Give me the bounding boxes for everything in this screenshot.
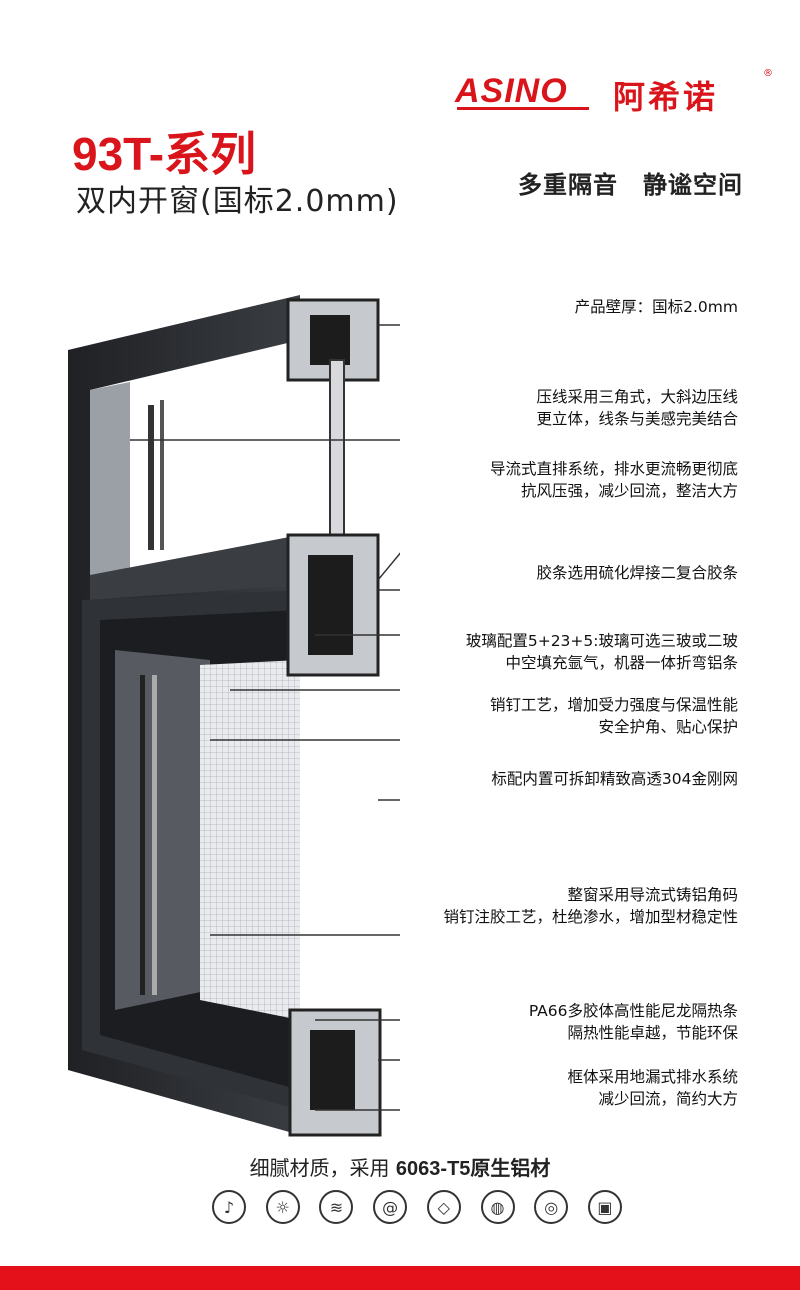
- callout-glass-config: 玻璃配置5+23+5:玻璃可选三玻或二玻 中空填充氩气，机器一体折弯铝条: [465, 632, 738, 672]
- feature-icon-5: ◇: [422, 1190, 466, 1250]
- callout-press-line: 压线采用三角式，大斜边压线 更立体，线条与美感完美结合: [536, 388, 738, 428]
- callout-insulation-strip: PA66多胶体高性能尼龙隔热条 隔热性能卓越，节能环保: [528, 1002, 738, 1042]
- brand-logo-text: ASINO: [455, 72, 568, 110]
- callout-lines: [130, 324, 400, 1111]
- brand-name: 阿希诺: [613, 78, 719, 116]
- glass-panes: [329, 359, 345, 551]
- callout-pin-craft: 销钉工艺，增加受力强度与保温性能 安全护角、贴心保护: [489, 696, 738, 736]
- callout-floor-drain: 框体采用地漏式排水系统 减少回流，简约大方: [567, 1068, 738, 1108]
- thermometer-icon: ☼: [265, 1190, 300, 1224]
- transom-bar: [90, 535, 300, 600]
- series-title: 93T-系列: [72, 128, 257, 180]
- brand-logo: ASINO 阿希诺 ®: [455, 68, 775, 116]
- upper-glass-reveal: [90, 382, 130, 575]
- callout-drainage: 导流式直排系统，排水更流畅更彻底 抗风压强，减少回流，整洁大方: [489, 460, 738, 500]
- feature-icon-8: ▣: [583, 1190, 627, 1250]
- feature-icon-1: ♪: [207, 1190, 251, 1250]
- feature-icon-6: ◍: [476, 1190, 520, 1250]
- sound-proof-icon: ♪: [212, 1190, 246, 1224]
- slogan: 多重隔音 静谧空间: [518, 171, 743, 199]
- series-subtitle: 双内开窗(国标2.0mm): [76, 184, 399, 219]
- feature-icon-2: ☼: [261, 1190, 305, 1250]
- window-cross-section-illustration: [68, 295, 400, 1137]
- feature-icons: ♪ ☼ ≋ @ ◇ ◍ ◎ ▣: [207, 1190, 627, 1250]
- brand-underline: [457, 107, 589, 110]
- feature-icon-3: ≋: [314, 1190, 358, 1250]
- diamond-icon: ◇: [426, 1190, 461, 1224]
- registered-mark: ®: [763, 68, 773, 79]
- callout-corner-code: 整窗采用导流式铸铝角码 销钉注胶工艺，杜绝渗水，增加型材稳定性: [443, 886, 738, 926]
- badge-icon: ◎: [534, 1190, 569, 1224]
- feature-icon-7: ◎: [529, 1190, 573, 1250]
- insect-mesh: [200, 660, 300, 1020]
- feature-icon-4: @: [368, 1190, 412, 1250]
- wind-icon: ≋: [319, 1190, 354, 1224]
- spiral-icon: @: [373, 1190, 408, 1224]
- material-statement: 细腻材质，采用 6063-T5原生铝材: [249, 1156, 551, 1180]
- callout-wall-thickness: 产品壁厚：国标2.0mm: [574, 298, 738, 316]
- water-drop-icon: ◍: [480, 1190, 515, 1224]
- bottom-red-band: [0, 1266, 800, 1290]
- callout-mesh: 标配内置可拆卸精致高透304金刚网: [491, 770, 738, 788]
- callout-seal-strip: 胶条选用硫化焊接二复合胶条: [536, 564, 738, 582]
- lock-icon: ▣: [587, 1190, 622, 1224]
- upper-glass: [90, 340, 300, 575]
